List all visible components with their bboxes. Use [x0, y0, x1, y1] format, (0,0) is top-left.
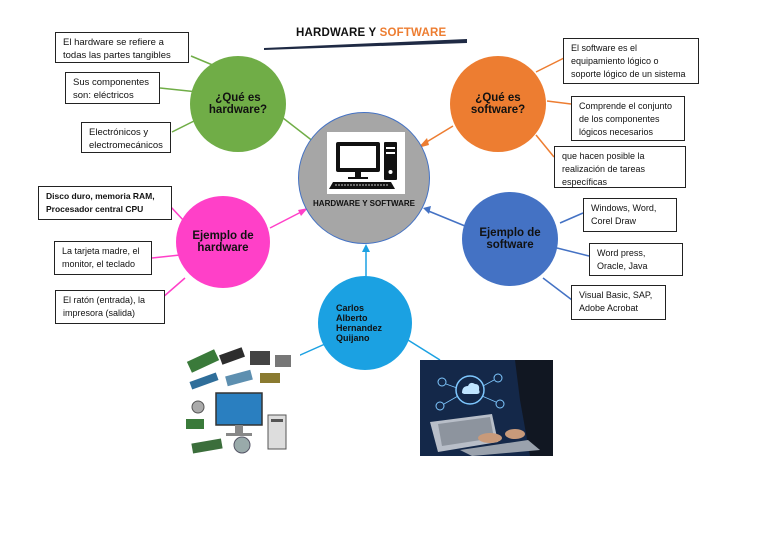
- software-laptop-image: [420, 360, 553, 456]
- page-title: HARDWARE Y SOFTWARE: [296, 27, 446, 39]
- title-hardware: HARDWARE Y: [296, 27, 380, 39]
- software-example-box-1: Windows, Word, Corel Draw: [583, 198, 677, 232]
- software-def-box-1: El software es el equipamiento lógico o …: [563, 38, 699, 84]
- title-underline-shape: [264, 39, 467, 50]
- software-example-box-2: Word press, Oracle, Java: [589, 243, 683, 276]
- hardware-def-box-3: Electrónicos y electromecánicos: [81, 122, 171, 153]
- ejemplo-software-node: Ejemplo de software: [462, 192, 558, 286]
- software-def-box-2: Comprende el conjunto de los componentes…: [571, 96, 685, 141]
- hardware-components-image: [180, 345, 300, 460]
- hardware-example-box-1: Disco duro, memoria RAM, Procesador cent…: [38, 186, 172, 220]
- software-def-box-3: que hacen posible la realización de tare…: [554, 146, 686, 188]
- hardware-def-box-1: El hardware se refiere a todas las parte…: [55, 32, 189, 63]
- software-example-box-3: Visual Basic, SAP, Adobe Acrobat: [571, 285, 666, 320]
- hardware-example-box-2: La tarjeta madre, el monitor, el teclado: [54, 241, 152, 275]
- ejemplo-hardware-node: Ejemplo de hardware: [176, 196, 270, 288]
- author-node: Carlos Alberto Hernandez Quijano: [318, 276, 412, 370]
- que-es-software-node: ¿Qué es software?: [450, 56, 546, 152]
- computer-icon: [327, 132, 405, 194]
- title-software: SOFTWARE: [379, 27, 447, 39]
- hardware-def-box-2: Sus componentes son: eléctricos: [65, 72, 160, 104]
- center-label: HARDWARE Y SOFTWARE: [313, 199, 415, 208]
- hardware-example-box-3: El ratón (entrada), la impresora (salida…: [55, 290, 165, 324]
- que-es-hardware-node: ¿Qué es hardware?: [190, 56, 286, 152]
